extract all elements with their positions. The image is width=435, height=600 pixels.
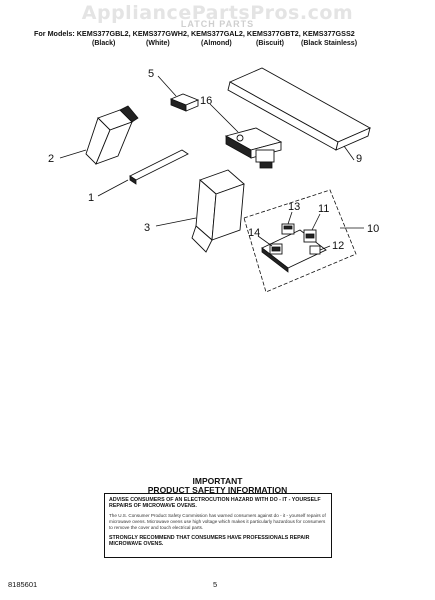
callout-3: 3 (144, 222, 150, 234)
finish-label: (Biscuit) (256, 40, 284, 47)
part-13-switch (281, 211, 295, 235)
part-11-switch (303, 213, 321, 243)
finish-labels: (Black) (White) (Almond) (Biscuit) (Blac… (0, 40, 435, 50)
part-1-strip (97, 149, 189, 197)
callout-2: 2 (48, 153, 54, 165)
part-2-guide (59, 105, 139, 165)
section-title: LATCH PARTS (180, 19, 255, 29)
part-10-switch-group (243, 189, 364, 293)
safety-advise-text: ADVISE CONSUMERS OF AN ELECTROCUTION HAZ… (109, 497, 321, 509)
part-12-actuator (309, 245, 331, 255)
callout-16: 16 (200, 95, 212, 107)
callout-11: 11 (318, 203, 329, 215)
part-5-latch-block (157, 75, 200, 112)
finish-label: (Black Stainless) (301, 40, 358, 47)
models-line: For Models: KEMS377GBL2, KEMS377GWH2, KE… (34, 29, 355, 38)
callout-13: 13 (288, 201, 300, 213)
callout-1: 1 (88, 192, 94, 204)
safety-recommend-text: STRONGLY RECOMMEND THAT CONSUMERS HAVE P… (109, 535, 310, 547)
safety-title-line2: PRODUCT SAFETY INFORMATION (147, 485, 288, 495)
callout-10: 10 (367, 223, 379, 235)
watermark-text: AppliancePartsPros.com (81, 2, 354, 24)
part-9-long-bracket (227, 67, 372, 161)
callout-9: 9 (356, 153, 362, 165)
callout-12: 12 (332, 240, 344, 252)
safety-body-text: The U.S. Consumer Product Safety Commiss… (109, 513, 326, 530)
document-number: 8185601 (8, 580, 38, 589)
safety-title-line1: IMPORTANT (192, 476, 243, 486)
finish-label: (Almond) (201, 40, 232, 47)
safety-info-box: ADVISE CONSUMERS OF AN ELECTROCUTION HAZ… (104, 493, 332, 558)
finish-label: (White) (146, 40, 170, 47)
part-16-switch-assembly (209, 103, 283, 169)
part-14-switch (257, 235, 283, 255)
part-3-latch-bracket (155, 169, 245, 253)
safety-heading: IMPORTANT PRODUCT SAFETY INFORMATION (0, 477, 435, 495)
finish-label: (Black) (92, 40, 116, 47)
page-number: 5 (213, 580, 218, 589)
callout-5: 5 (148, 68, 154, 80)
callout-14: 14 (248, 227, 260, 239)
